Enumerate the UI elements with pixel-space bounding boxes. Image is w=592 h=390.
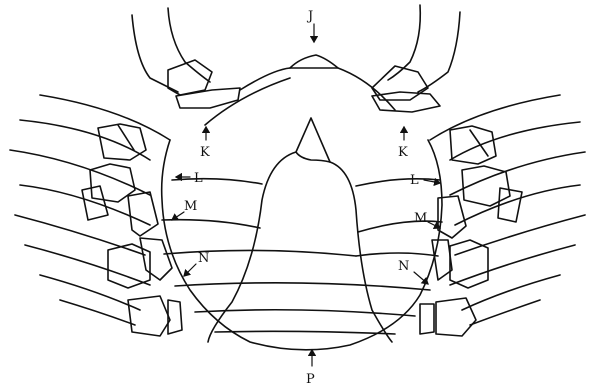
label-N-left: N (198, 251, 209, 266)
label-P: P (306, 372, 315, 387)
label-K-right: K (398, 145, 408, 160)
leg-lines (10, 5, 585, 325)
label-J: J (306, 9, 313, 24)
label-M-left: M (184, 199, 197, 214)
left-leg-segments (82, 60, 240, 336)
arrow-N-right (414, 272, 428, 284)
label-K-left: K (200, 145, 210, 160)
label-L-right: L (410, 173, 419, 188)
label-M-right: M (414, 211, 427, 226)
arrow-N-left (184, 264, 196, 276)
label-L-left: L (194, 171, 203, 186)
arrow-M-left (172, 212, 184, 220)
right-leg-segments (372, 66, 522, 336)
label-N-right: N (398, 259, 409, 274)
